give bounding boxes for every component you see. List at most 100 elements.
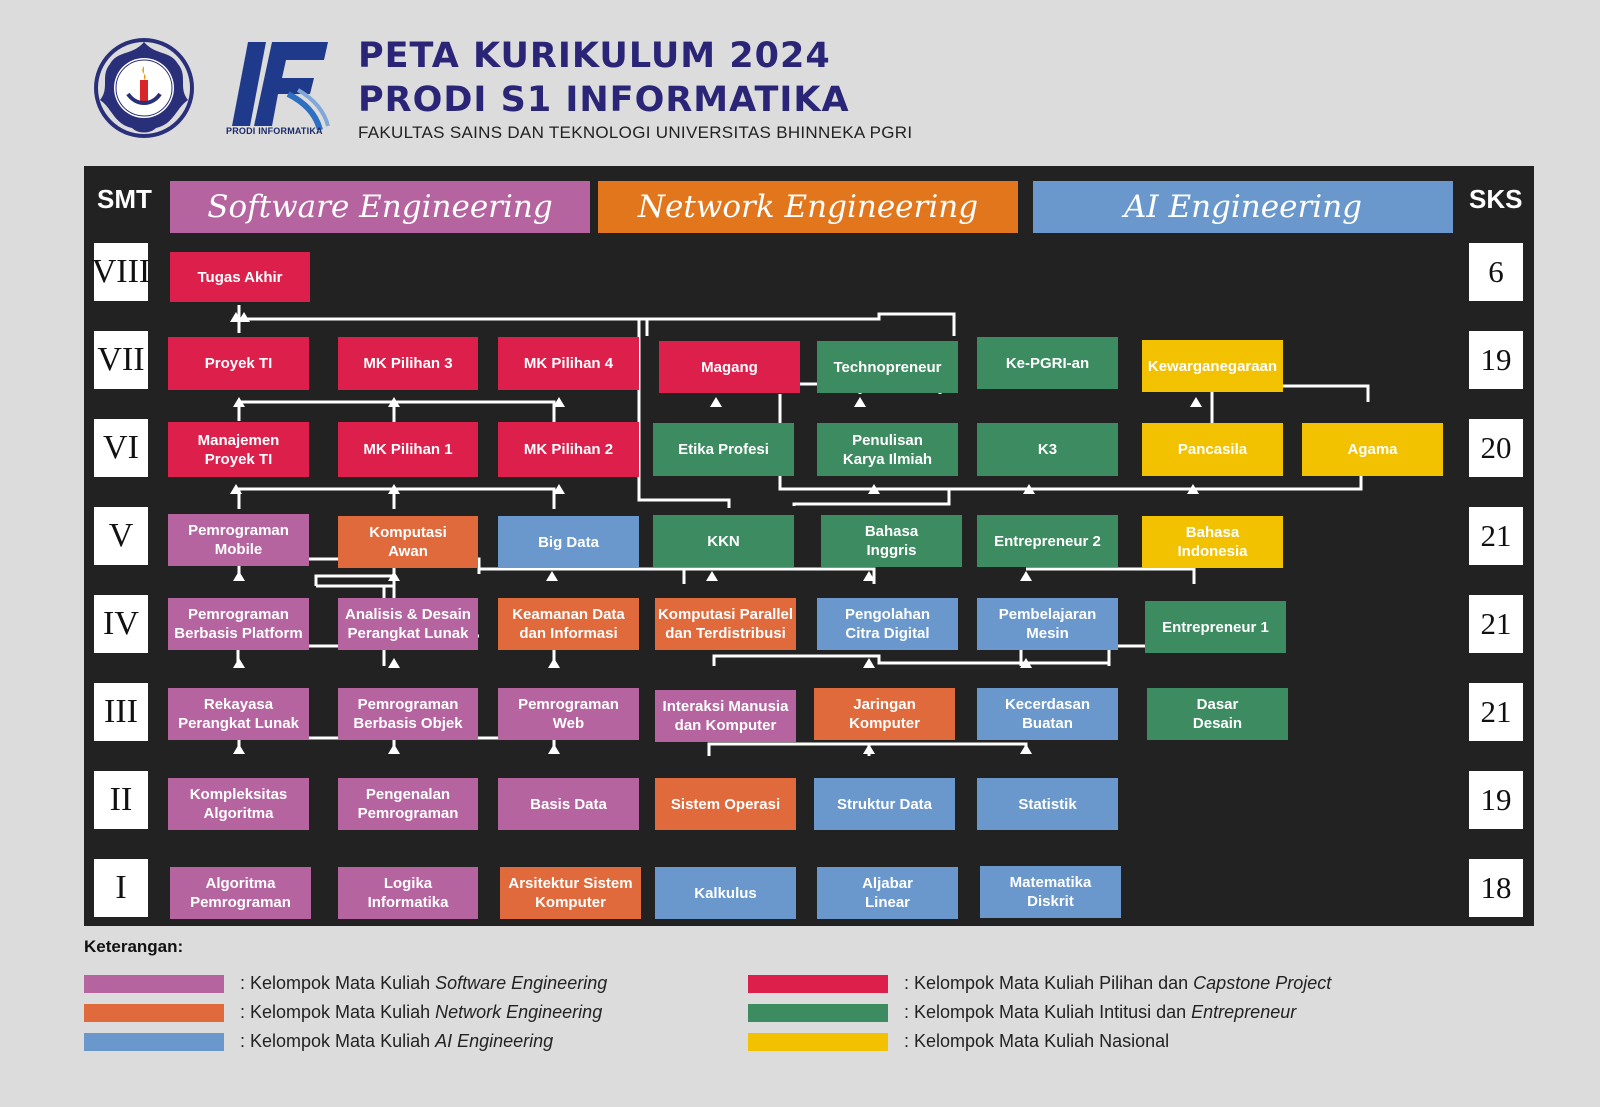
arrowhead bbox=[548, 658, 560, 668]
legend-italic-text: Software Engineering bbox=[435, 973, 608, 993]
course-box[interactable]: Basis Data bbox=[498, 778, 639, 830]
prerequisite-line bbox=[236, 644, 386, 666]
course-box[interactable]: Bahasa Indonesia bbox=[1142, 516, 1283, 568]
course-box[interactable]: Arsitektur Sistem Komputer bbox=[500, 867, 641, 919]
semester-label: I bbox=[94, 859, 148, 917]
course-box[interactable]: Statistik bbox=[977, 778, 1118, 830]
course-box[interactable]: Jaringan Komputer bbox=[814, 688, 955, 740]
legend-text: : Kelompok Mata Kuliah bbox=[240, 1031, 436, 1051]
course-box[interactable]: Struktur Data bbox=[814, 778, 955, 830]
arrowhead bbox=[388, 484, 400, 494]
course-box[interactable]: Pancasila bbox=[1142, 423, 1283, 476]
semester-label: VIII bbox=[92, 243, 150, 301]
course-box[interactable]: Penulisan Karya Ilmiah bbox=[817, 423, 958, 476]
sks-value: 21 bbox=[1469, 683, 1523, 741]
course-box[interactable]: MK Pilihan 3 bbox=[338, 337, 478, 390]
sks-value: 21 bbox=[1469, 595, 1523, 653]
course-box[interactable]: Pemrograman Mobile bbox=[168, 514, 309, 566]
legend-italic-text: Entrepreneur bbox=[1191, 1002, 1297, 1022]
course-box[interactable]: MK Pilihan 2 bbox=[498, 422, 639, 477]
arrowhead bbox=[388, 571, 400, 581]
course-box[interactable]: Big Data bbox=[498, 516, 639, 568]
arrowhead bbox=[238, 312, 250, 322]
page-title-line1: PETA KURIKULUM 2024 bbox=[358, 36, 831, 76]
track-ai-engineering: AI Engineering bbox=[1033, 181, 1453, 233]
course-box[interactable]: Pembelajaran Mesin bbox=[977, 598, 1118, 650]
arrowhead bbox=[1020, 571, 1032, 581]
sks-value: 21 bbox=[1469, 507, 1523, 565]
arrowhead bbox=[233, 397, 245, 407]
course-box[interactable]: Bahasa Inggris bbox=[821, 515, 962, 567]
course-box[interactable]: Entrepreneur 1 bbox=[1145, 601, 1286, 653]
course-box[interactable]: Analisis & Desain Perangkat Lunak bbox=[338, 598, 478, 650]
course-box[interactable]: Logika Informatika bbox=[338, 867, 478, 919]
sks-column-label: SKS bbox=[1469, 184, 1523, 214]
course-box[interactable]: Etika Profesi bbox=[653, 423, 794, 476]
prerequisite-line bbox=[479, 567, 1196, 584]
course-box[interactable]: Pengenalan Pemrograman bbox=[338, 778, 478, 830]
semester-label: IV bbox=[94, 595, 148, 653]
course-box[interactable]: Rekayasa Perangkat Lunak bbox=[168, 688, 309, 740]
prerequisite-line bbox=[647, 312, 956, 336]
track-label: Network Engineering bbox=[637, 189, 979, 225]
course-box[interactable]: Entrepreneur 2 bbox=[977, 515, 1118, 567]
course-box[interactable]: Proyek TI bbox=[168, 337, 309, 390]
course-box[interactable]: Kalkulus bbox=[655, 867, 796, 919]
course-box[interactable]: Algoritma Pemrograman bbox=[170, 867, 311, 919]
course-box[interactable]: Dasar Desain bbox=[1147, 688, 1288, 740]
legend-swatch bbox=[84, 975, 224, 993]
arrowhead bbox=[233, 744, 245, 754]
arrowhead bbox=[553, 397, 565, 407]
course-box[interactable]: KKN bbox=[653, 515, 794, 567]
course-box[interactable]: Kecerdasan Buatan bbox=[977, 688, 1118, 740]
arrowhead bbox=[388, 397, 400, 407]
legend-text: : Kelompok Mata Kuliah Pilihan dan bbox=[904, 973, 1194, 993]
course-box[interactable]: K3 bbox=[977, 423, 1118, 476]
course-box[interactable]: Tugas Akhir bbox=[170, 252, 310, 302]
legend-italic-text: Network Engineering bbox=[435, 1002, 603, 1022]
course-box[interactable]: MK Pilihan 4 bbox=[498, 337, 639, 390]
arrowhead bbox=[706, 571, 718, 581]
course-box[interactable]: Pengolahan Citra Digital bbox=[817, 598, 958, 650]
course-box[interactable]: Interaksi Manusia dan Komputer bbox=[655, 690, 796, 742]
course-box[interactable]: Pemrograman Berbasis Objek bbox=[338, 688, 478, 740]
prodi-informatika-logo bbox=[228, 40, 338, 144]
prerequisite-line bbox=[237, 400, 396, 422]
arrowhead bbox=[1020, 658, 1032, 668]
legend-italic-text: AI Engineering bbox=[435, 1031, 554, 1051]
course-box[interactable]: Technopreneur bbox=[817, 341, 958, 393]
arrowhead bbox=[233, 658, 245, 668]
arrowhead bbox=[1023, 484, 1035, 494]
course-box[interactable]: Kewarganegaraan bbox=[1142, 340, 1283, 392]
course-box[interactable]: Komputasi Awan bbox=[338, 516, 478, 568]
arrowhead bbox=[553, 484, 565, 494]
course-box[interactable]: Komputasi Parallel dan Terdistribusi bbox=[655, 598, 796, 650]
course-box[interactable]: Keamanan Data dan Informasi bbox=[498, 598, 639, 650]
course-box[interactable]: Manajemen Proyek TI bbox=[168, 422, 309, 477]
arrowhead bbox=[230, 484, 242, 494]
sks-value: 18 bbox=[1469, 859, 1523, 917]
arrowhead bbox=[1187, 484, 1199, 494]
legend-swatch bbox=[748, 975, 888, 993]
course-box[interactable]: Pemrograman Web bbox=[498, 688, 639, 740]
course-box[interactable]: Ke-PGRI-an bbox=[977, 337, 1118, 389]
course-box[interactable]: Sistem Operasi bbox=[655, 778, 796, 830]
course-box[interactable]: Kompleksitas Algoritma bbox=[168, 778, 309, 830]
arrowhead bbox=[863, 571, 875, 581]
course-box[interactable]: Matematika Diskrit bbox=[980, 866, 1121, 918]
prerequisite-line bbox=[394, 400, 556, 422]
legend-text: : Kelompok Mata Kuliah bbox=[240, 1002, 436, 1022]
arrowhead bbox=[868, 484, 880, 494]
course-box[interactable]: Pemrograman Berbasis Platform bbox=[168, 598, 309, 650]
sks-value: 20 bbox=[1469, 419, 1523, 477]
legend-label: : Kelompok Mata Kuliah Nasional bbox=[904, 1031, 1169, 1052]
curriculum-board bbox=[84, 166, 1534, 926]
course-box[interactable]: Magang bbox=[659, 341, 800, 393]
course-box[interactable]: Aljabar Linear bbox=[817, 867, 958, 919]
course-box[interactable]: Agama bbox=[1302, 423, 1443, 476]
sks-value: 19 bbox=[1469, 331, 1523, 389]
legend-label: : Kelompok Mata Kuliah Pilihan dan Capst… bbox=[904, 973, 1331, 994]
course-box[interactable]: MK Pilihan 1 bbox=[338, 422, 478, 477]
smt-column-label: SMT bbox=[97, 184, 152, 214]
semester-label: V bbox=[94, 507, 148, 565]
